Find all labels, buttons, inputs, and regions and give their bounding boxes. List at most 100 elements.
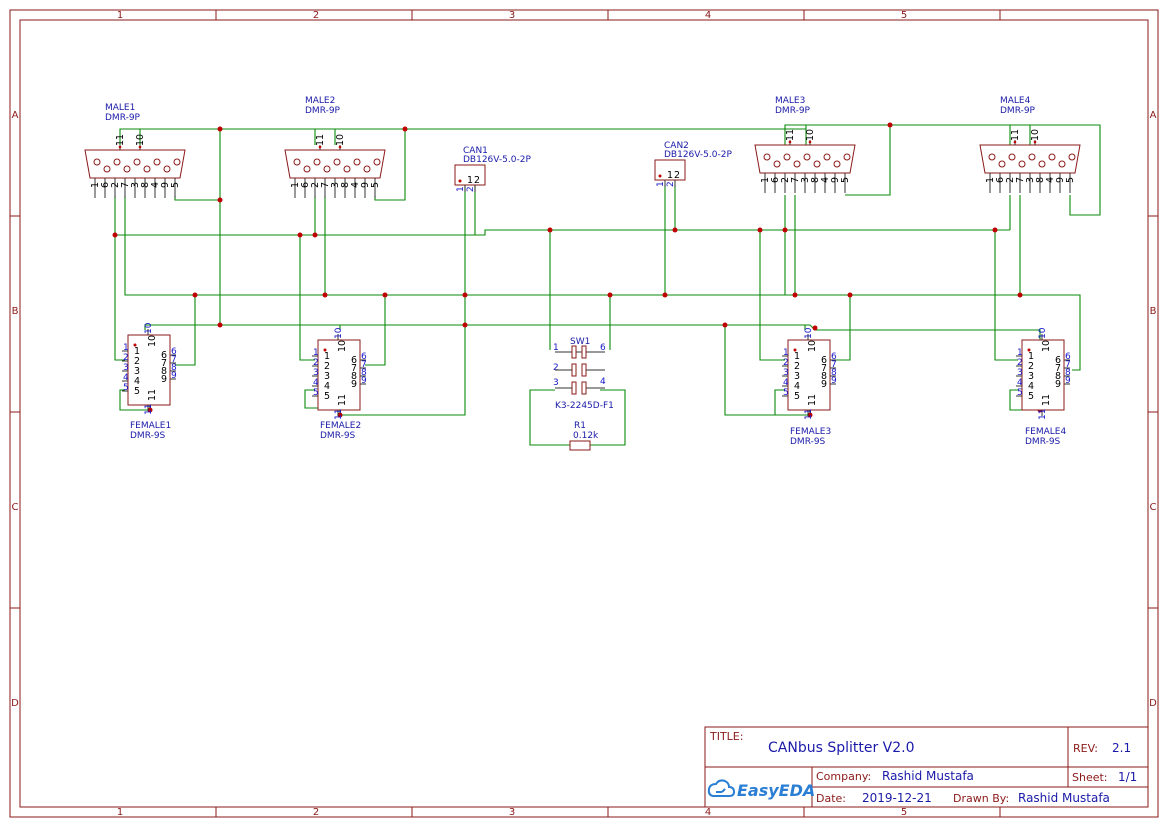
svg-text:2: 2 (794, 361, 800, 372)
cloud-icon (707, 779, 736, 797)
column-label: 1 (117, 10, 123, 21)
svg-text:4: 4 (794, 381, 800, 392)
svg-text:2: 2 (780, 177, 791, 183)
svg-text:9: 9 (1065, 376, 1071, 386)
svg-text:8: 8 (171, 363, 177, 373)
svg-text:8: 8 (340, 182, 351, 188)
svg-text:2: 2 (666, 181, 676, 187)
male4-part: DMR-9P (1000, 106, 1036, 116)
svg-text:11: 11 (1041, 394, 1052, 406)
junction-dot (792, 292, 798, 298)
svg-text:6: 6 (831, 352, 837, 362)
svg-text:9: 9 (161, 374, 167, 385)
sw1-switch[interactable]: SW1 1 6 2 3 4 K3-2245D-F1 (553, 337, 614, 411)
svg-text:10: 10 (1038, 327, 1048, 339)
svg-text:4: 4 (820, 177, 831, 183)
female4-part: DMR-9S (1025, 437, 1061, 447)
title-label: TITLE: (709, 730, 743, 743)
can2-ref: CAN2 (664, 141, 689, 151)
svg-text:8: 8 (831, 368, 837, 378)
svg-text:2: 2 (783, 358, 789, 368)
svg-text:6: 6 (351, 355, 357, 366)
junction-dot (322, 292, 328, 298)
junction-dot (807, 412, 813, 418)
svg-text:1: 1 (123, 343, 129, 353)
r1-resistor[interactable]: R1 0.12k (569, 421, 599, 451)
easyeda-logo: EasyEDA (707, 779, 815, 800)
svg-text:3: 3 (313, 368, 319, 378)
svg-text:8: 8 (1035, 177, 1046, 183)
svg-text:9: 9 (361, 376, 367, 386)
rev-label: REV: (1073, 742, 1098, 755)
junction-dot (672, 227, 678, 233)
svg-text:3: 3 (1028, 371, 1034, 382)
svg-text:5: 5 (1028, 391, 1034, 402)
row-label: A (1150, 110, 1157, 121)
junction-dot (812, 325, 818, 331)
svg-text:7: 7 (320, 182, 331, 188)
svg-text:1: 1 (553, 343, 559, 353)
svg-text:4: 4 (150, 182, 161, 188)
svg-text:3: 3 (1017, 368, 1023, 378)
svg-text:6: 6 (171, 347, 177, 357)
svg-text:3: 3 (130, 182, 141, 188)
svg-text:11: 11 (147, 389, 158, 401)
svg-text:11: 11 (807, 394, 818, 406)
svg-text:2: 2 (553, 363, 559, 373)
male1-ref: MALE1 (105, 103, 135, 113)
junction-dot (722, 322, 728, 328)
row-label: B (1150, 306, 1157, 317)
svg-text:1: 1 (324, 351, 330, 362)
company-value: Rashid Mustafa (882, 769, 974, 783)
svg-text:7: 7 (1055, 363, 1061, 374)
svg-text:1: 1 (313, 348, 319, 358)
svg-text:8: 8 (821, 371, 827, 382)
junction-dot (192, 292, 198, 298)
svg-text:11: 11 (804, 409, 814, 420)
can1-terminal[interactable]: 1 2 1 2 CAN1 DB126V-5.0-2P (454, 146, 531, 192)
row-label: D (1149, 698, 1157, 709)
date-label: Date: (816, 792, 846, 805)
junctions (112, 122, 1043, 418)
female4-ref: FEMALE4 (1025, 427, 1066, 437)
drawn-by-label: Drawn By: (953, 792, 1009, 805)
svg-text:1: 1 (134, 346, 140, 357)
svg-text:11: 11 (785, 129, 796, 141)
junction-dot (147, 407, 153, 413)
svg-text:2: 2 (1028, 361, 1034, 372)
svg-text:5: 5 (134, 386, 140, 397)
female3-part: DMR-9S (790, 437, 826, 447)
junction-dot (547, 227, 553, 233)
column-label: 5 (901, 807, 907, 818)
svg-text:6: 6 (1055, 355, 1061, 366)
svg-text:4: 4 (324, 381, 330, 392)
row-label: A (12, 110, 19, 121)
junction-dot (782, 227, 788, 233)
can2-terminal[interactable]: 1 2 1 2 CAN2 DB126V-5.0-2P (654, 141, 732, 187)
junction-dot (462, 322, 468, 328)
sheet-value: 1/1 (1118, 770, 1137, 784)
row-label: C (1150, 502, 1157, 513)
svg-text:4: 4 (350, 182, 361, 188)
female3-ref: FEMALE3 (790, 427, 831, 437)
svg-text:10: 10 (335, 134, 346, 146)
svg-text:5: 5 (123, 383, 129, 393)
column-label: 5 (901, 10, 907, 21)
female1-ref: FEMALE1 (130, 421, 171, 431)
drawn-by-value: Rashid Mustafa (1018, 791, 1110, 805)
svg-text:11: 11 (337, 394, 348, 406)
junction-dot (847, 292, 853, 298)
rev-value: 2.1 (1112, 741, 1131, 755)
column-label: 2 (313, 10, 319, 21)
svg-text:1: 1 (760, 177, 771, 183)
male4-ref: MALE4 (1000, 96, 1031, 106)
